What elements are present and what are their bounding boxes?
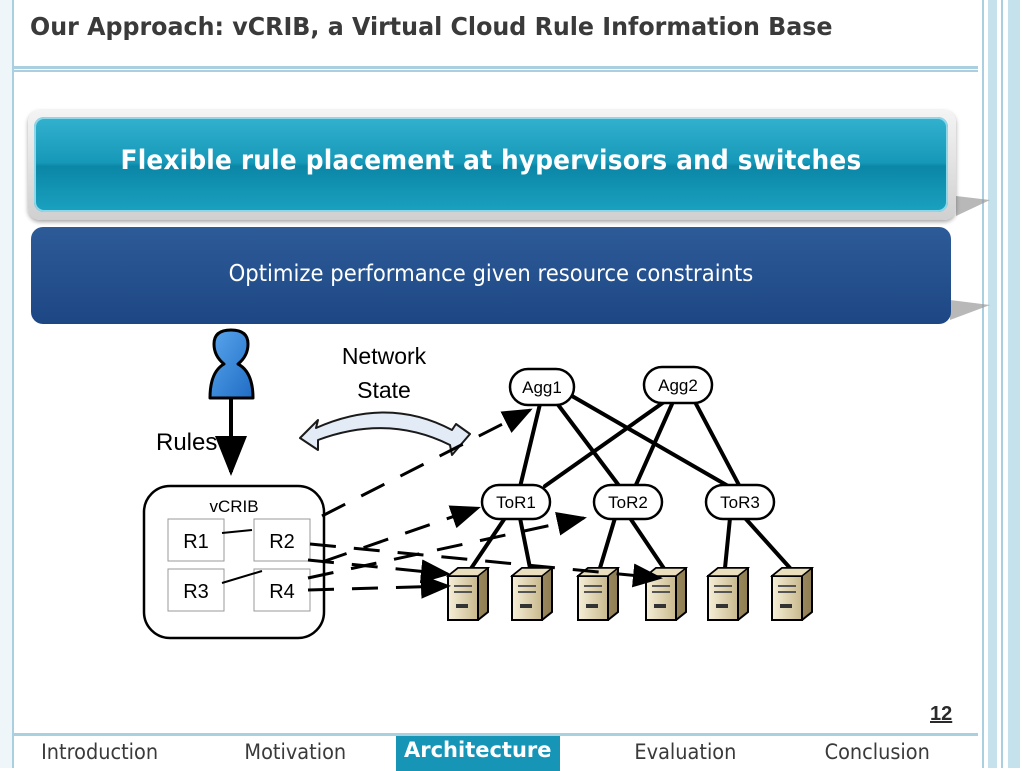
section-nav: Introduction Motivation Architecture Eva… [14,733,978,771]
title-bar: Our Approach: vCRIB, a Virtual Cloud Rul… [14,0,978,69]
rules-label: Rules [156,429,217,456]
server-icon [575,567,621,621]
subline-text: Optimize performance given resource cons… [228,261,754,287]
rule-box-r2 [253,518,311,562]
vcrib-label: vCRIB [209,497,258,516]
network-state-label-line2: State [357,377,411,403]
nav-item-introduction[interactable]: Introduction [41,740,159,764]
agg-switch-agg2: Agg2 [642,365,714,405]
tor-switch-tor2: ToR2 [592,483,664,521]
server-icon [509,567,555,621]
server-icon [769,567,815,621]
right-frame-stripes [980,0,1024,768]
page-number: 12 [930,703,953,725]
rule-label-r3: R3 [183,581,209,603]
rule-label-r4: R4 [269,581,295,603]
rule-link [221,529,253,534]
server-icon [705,567,751,621]
nav-item-evaluation[interactable]: Evaluation [634,740,737,764]
network-state-label-line1: Network [342,343,427,369]
user-icon [208,328,255,400]
agg-switch-agg1: Agg1 [508,367,576,407]
headline-banner: Flexible rule placement at hypervisors a… [34,117,948,212]
rule-label-r2: R2 [269,531,295,553]
server-icon [445,567,491,621]
nav-item-conclusion[interactable]: Conclusion [824,740,930,764]
rule-box-r4 [253,568,311,612]
left-frame-stripe [0,0,14,768]
rule-box-r3 [167,568,225,612]
subline-banner: Optimize performance given resource cons… [31,227,951,324]
tor1-label: ToR1 [496,493,536,512]
tor-switch-tor1: ToR1 [480,483,552,521]
headline-text: Flexible rule placement at hypervisors a… [120,145,862,176]
topology-links [468,394,792,572]
rule-label-r1: R1 [183,531,209,553]
network-state-arrow [299,411,471,456]
placement-arrows [307,408,663,599]
nav-item-architecture[interactable]: Architecture [396,736,560,771]
agg2-label: Agg2 [658,376,698,395]
nav-item-motivation[interactable]: Motivation [244,740,347,764]
tor2-label: ToR2 [608,493,648,512]
slide-title: Our Approach: vCRIB, a Virtual Cloud Rul… [30,12,833,41]
tor-switch-tor3: ToR3 [704,483,776,521]
server-icon [643,567,689,621]
tor3-label: ToR3 [720,493,760,512]
title-divider [14,70,978,72]
rule-link [221,570,263,584]
agg1-label: Agg1 [522,378,562,397]
rule-box-r1 [167,518,225,562]
